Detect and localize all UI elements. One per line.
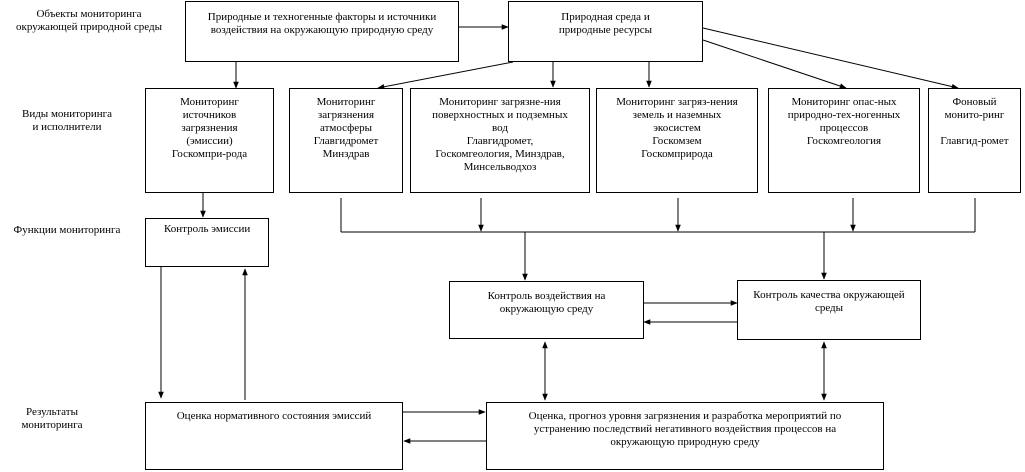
box-emission-assessment: Оценка нормативного состояния эмиссий (145, 402, 403, 470)
box-land-monitoring: Мониторинг загряз-нения земель и наземны… (596, 88, 758, 193)
arrow-env-to-background (702, 27, 959, 90)
box-background-monitoring: Фоновый монито-ринг Главгид-ромет (928, 88, 1021, 193)
arrow-env-to-atmosphere (377, 61, 514, 90)
box-hazards-monitoring: Мониторинг опас-ных природно-тех-ногенны… (768, 88, 920, 193)
box-impact-control: Контроль воздействия на окружающую среду (449, 281, 644, 339)
label-monitoring-types: Виды мониторинга и исполнители (21, 108, 113, 133)
label-monitoring-results: Результаты мониторинга (21, 406, 83, 431)
box-emission-control: Контроль эмиссии (145, 218, 269, 267)
box-water-monitoring: Мониторинг загрязне-ния поверхностных и … (410, 88, 590, 193)
arrow-env-to-hazards (702, 39, 847, 89)
box-atmosphere-monitoring: Мониторинг загрязнения атмосферы Главгид… (289, 88, 403, 193)
box-impact-factors: Природные и техногенные факторы и источн… (185, 1, 459, 62)
label-monitoring-functions: Функции мониторинга (13, 224, 121, 236)
box-quality-control: Контроль качества окружающей среды (737, 280, 921, 340)
box-natural-environment: Природная среда и природные ресурсы (508, 1, 703, 62)
label-monitoring-objects: Объекты мониторинга окружающей природной… (16, 8, 162, 33)
box-emission-sources-monitoring: Мониторинг источников загрязнения (эмисс… (145, 88, 274, 193)
box-forecast-and-measures: Оценка, прогноз уровня загрязнения и раз… (486, 402, 884, 470)
